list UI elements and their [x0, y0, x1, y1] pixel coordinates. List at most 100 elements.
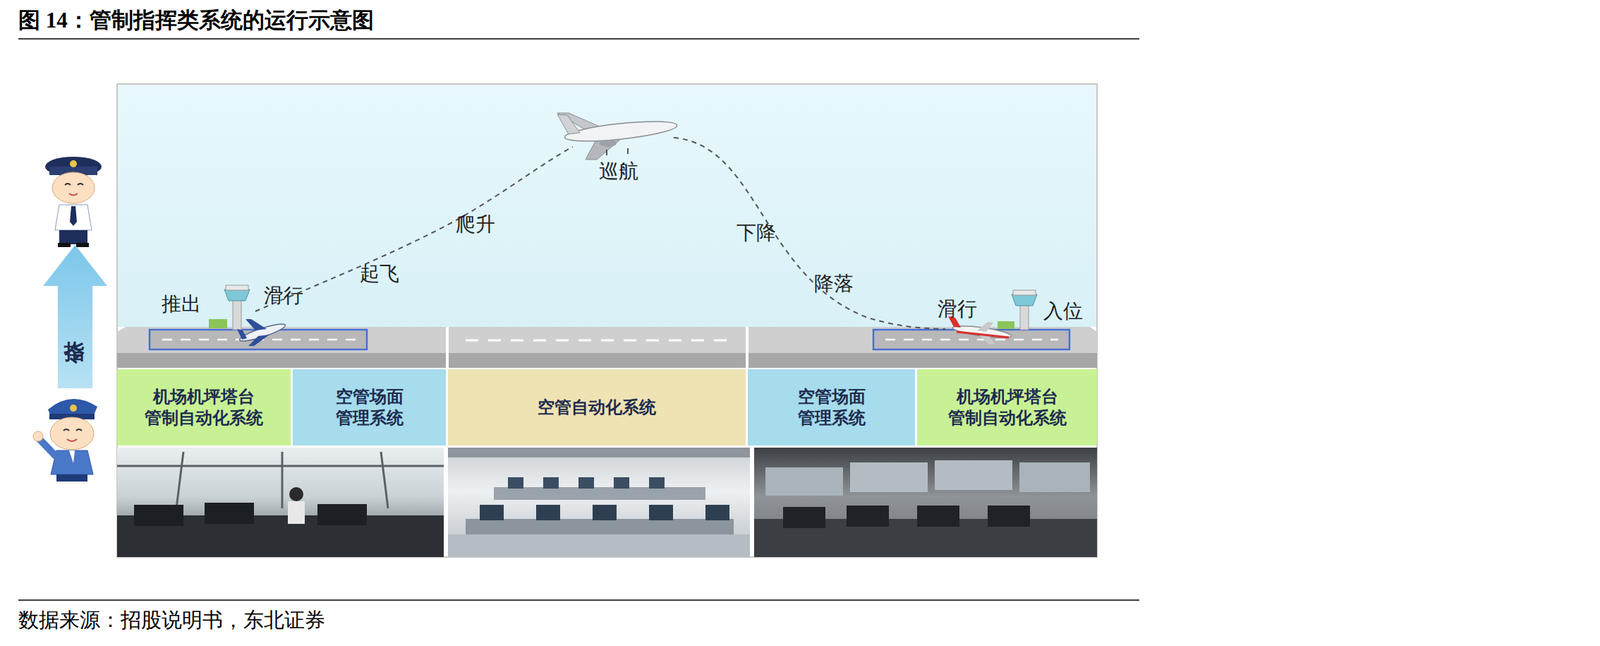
window-view — [850, 462, 928, 492]
pilot-shoe — [57, 242, 71, 247]
monitor — [613, 476, 630, 489]
sky — [117, 84, 1097, 327]
phase-label: 滑行 — [263, 282, 304, 309]
system-name: 空管自动化系统 — [462, 396, 731, 418]
runway-centerline — [465, 339, 731, 342]
pilot-trousers — [59, 229, 88, 245]
runway-top — [448, 326, 746, 353]
monitor — [705, 504, 730, 520]
monitor — [987, 505, 1030, 527]
source-rule — [18, 598, 1140, 601]
title-rule — [18, 38, 1140, 40]
controller-hand — [33, 431, 44, 441]
phase-label: 爬升 — [455, 210, 496, 238]
monitor — [479, 504, 504, 520]
window-frame — [117, 464, 444, 468]
pilot-eyes — [64, 183, 84, 185]
tower-building — [208, 318, 228, 329]
plane-body — [563, 117, 678, 146]
tower-cab — [1011, 294, 1038, 306]
monitor — [536, 504, 561, 520]
controller-badge — [69, 404, 77, 412]
phase-label: 入位 — [1043, 297, 1083, 325]
pilot-face — [52, 172, 95, 204]
system-band: 机场机坪塔台 管制自动化系统 — [917, 368, 1098, 446]
flight-path — [673, 137, 946, 329]
desk-row — [493, 486, 706, 500]
controller-face — [50, 416, 94, 450]
monitor — [917, 505, 960, 527]
controller-arm — [39, 438, 56, 456]
window-frame — [380, 451, 389, 508]
monitor — [543, 476, 559, 489]
monitor — [507, 476, 524, 489]
tower-cab — [224, 289, 250, 301]
plane-engine — [599, 139, 617, 147]
tower-shaft — [232, 299, 242, 330]
system-band: 机场机坪塔台 管制自动化系统 — [117, 368, 291, 446]
plane-gear — [627, 148, 629, 154]
pilot-badge — [69, 160, 77, 168]
phase-label: 巡航 — [598, 158, 639, 185]
plane-tail — [557, 114, 580, 135]
plane-wing — [248, 334, 270, 346]
monitor — [578, 476, 595, 489]
pilot-mouth — [69, 193, 78, 196]
apron-pad — [873, 329, 1070, 350]
atc-hall-photo — [447, 447, 750, 557]
flight-path — [255, 146, 573, 312]
system-band: 空管场面 管理系统 — [292, 368, 446, 446]
runway-front — [748, 352, 1098, 368]
person — [289, 486, 304, 501]
controller-eyes — [63, 428, 82, 431]
system-name: 机场机坪塔台 管制自动化系统 — [945, 385, 1069, 429]
figure-title: 图 14：管制指挥类系统的运行示意图 — [18, 5, 374, 36]
controller-trousers — [56, 474, 88, 482]
plane-stripe — [956, 331, 1009, 338]
tower-shaft — [1020, 304, 1029, 330]
pilot-tie — [69, 205, 77, 226]
plane-wing — [245, 318, 267, 331]
tower-building — [997, 320, 1015, 329]
plane-body — [238, 320, 287, 344]
window-frame — [176, 451, 184, 508]
monitor — [317, 503, 367, 525]
pilot-shirt — [55, 204, 92, 230]
window-view — [1019, 462, 1090, 492]
desk-row — [465, 518, 734, 535]
source-note: 数据来源：招股说明书，东北证券 — [18, 605, 326, 635]
controller-collar — [69, 450, 75, 463]
runway-front — [448, 352, 746, 368]
system-name: 机场机坪塔台 管制自动化系统 — [142, 385, 266, 429]
phase-label: 推出 — [161, 290, 202, 318]
runway-front — [117, 352, 446, 368]
plane-tail — [237, 328, 247, 340]
tower-photo — [117, 447, 444, 557]
controller-mouth — [67, 438, 77, 441]
plane-gear — [605, 149, 608, 156]
phase-label: 降落 — [814, 270, 854, 298]
window-view — [934, 459, 1013, 490]
person — [287, 500, 305, 524]
apron-photo — [754, 447, 1098, 557]
monitor — [649, 476, 665, 489]
system-band: 空管自动化系统 — [447, 368, 746, 446]
plane-wing — [977, 321, 994, 332]
monitor — [204, 502, 254, 524]
pilot-shoe — [76, 242, 89, 247]
system-name: 空管场面 管理系统 — [330, 385, 409, 429]
window-frame — [281, 451, 284, 508]
phase-label: 起飞 — [359, 260, 400, 288]
ceiling — [447, 447, 750, 458]
runway-top — [748, 326, 1098, 353]
arrow-label: 指令 — [62, 323, 88, 330]
diagram-frame — [117, 83, 1098, 557]
floor — [447, 534, 750, 557]
monitor — [783, 506, 826, 528]
system-band: 空管场面 管理系统 — [747, 368, 915, 446]
monitor — [592, 504, 617, 520]
phase-label: 滑行 — [937, 295, 978, 323]
arrow-shape — [43, 244, 108, 389]
